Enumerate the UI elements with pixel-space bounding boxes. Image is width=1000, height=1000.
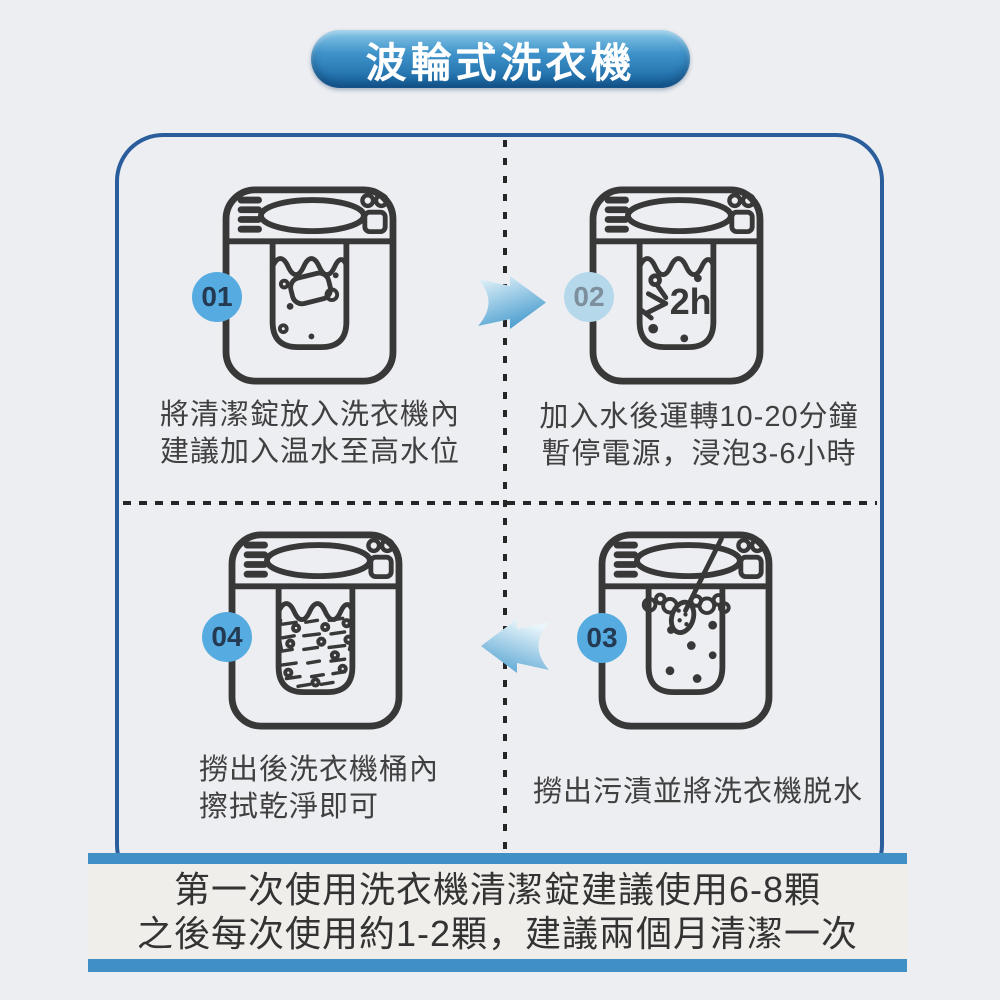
footer-line1: 第一次使用洗衣機清潔錠建議使用6-8顆 [173,868,822,910]
step1-caption-line1: 將清潔錠放入洗衣機內 [159,399,460,431]
step1-number: 01 [201,281,233,312]
water-wave-icon [270,256,349,277]
title-banner: 波輪式洗衣機 [311,30,690,88]
water-wave-icon [637,256,716,277]
step2-caption-line1: 加入水後運轉10-20分鐘 [539,401,859,433]
step4-number-badge: 04 [202,612,252,662]
step3-caption-line1: 撈出污漬並將洗衣機脱水 [532,776,863,808]
step4-number: 04 [211,621,243,652]
dirt-streaks-icon [277,616,354,689]
step1-caption-line2: 建議加入温水至高水位 [159,436,460,468]
step4-caption-line1: 撈出後洗衣機桶內 [199,754,440,786]
step4-caption-line2: 擦拭乾淨即可 [199,791,380,823]
soak-timer-icon [639,273,669,321]
footer-banner: 第一次使用洗衣機清潔錠建議使用6-8顆 之後每次使用約1-2顆，建議兩個月清潔一… [88,853,907,972]
step2-caption: 加入水後運轉10-20分鐘 暫停電源，浸泡3-6小時 [515,399,883,473]
washing-machine-step1-illustration [222,186,397,385]
foam-bubbles-icon [641,592,731,615]
washing-machine-step4-illustration [228,531,403,730]
step1-number-badge: 01 [192,272,242,322]
step3-number: 03 [586,622,618,653]
step4-caption: 撈出後洗衣機桶內 擦拭乾淨即可 [199,752,499,826]
step1-caption: 將清潔錠放入洗衣機內 建議加入温水至高水位 [125,397,495,471]
control-dial-icon [237,196,262,233]
water-wave-icon [276,601,355,622]
footer-top-stripe [88,853,907,864]
timer-label: 2h [670,281,712,322]
footer-text-area: 第一次使用洗衣機清潔錠建議使用6-8顆 之後每次使用約1-2顆，建議兩個月清潔一… [88,864,907,959]
horizontal-dashed-divider [123,501,877,505]
page-title: 波輪式洗衣機 [365,40,636,86]
vertical-dashed-divider [503,140,507,853]
step3-caption: 撈出污漬並將洗衣機脱水 [512,774,884,811]
arrow-right-icon [478,276,546,329]
step2-caption-line2: 暫停電源，浸泡3-6小時 [541,438,857,470]
cleaning-tablet-icon [288,270,333,307]
footer-line2: 之後每次使用約1-2顆，建議兩個月清潔一次 [136,912,859,954]
arrow-left-icon [481,619,549,673]
footer-bottom-stripe [88,959,907,972]
washing-machine-step2-illustration: 2h [589,186,764,385]
washing-machine-step3-illustration [598,531,773,730]
step2-number: 02 [573,281,605,312]
step2-number-badge: 02 [564,272,614,322]
step3-number-badge: 03 [577,613,627,663]
